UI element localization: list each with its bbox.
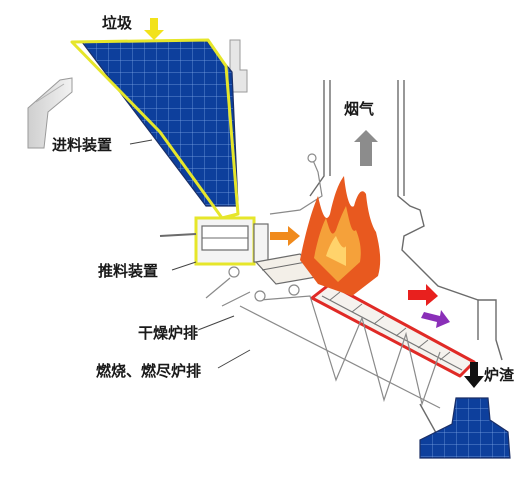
air-red-arrow bbox=[408, 284, 438, 306]
pusher-unit bbox=[159, 216, 269, 266]
flames bbox=[300, 176, 381, 296]
feed-hopper bbox=[80, 39, 239, 207]
air-pipe bbox=[269, 153, 323, 215]
blowers bbox=[205, 266, 300, 307]
label-slag: 炉渣 bbox=[484, 366, 515, 384]
underfire-hoppers bbox=[239, 295, 441, 409]
air-purple-arrow bbox=[421, 310, 450, 328]
furnace-walls bbox=[309, 80, 503, 441]
feeding-device-outline bbox=[70, 38, 240, 220]
leader-lines bbox=[129, 139, 251, 369]
label-combustion-grate: 燃烧、燃尽炉排 bbox=[96, 362, 202, 380]
label-feeding-device: 进料装置 bbox=[52, 136, 113, 154]
label-drying-grate: 干燥炉排 bbox=[138, 324, 199, 342]
label-pushing-device: 推料装置 bbox=[98, 262, 159, 280]
smoke-arrow bbox=[354, 130, 378, 166]
feed-flow-arrow bbox=[270, 226, 300, 246]
label-garbage: 垃圾 bbox=[102, 14, 133, 32]
label-smoke: 烟气 bbox=[344, 100, 375, 118]
slag-chute bbox=[419, 397, 511, 459]
slag-arrow bbox=[464, 362, 484, 388]
garbage-arrow bbox=[144, 18, 164, 40]
left-duct bbox=[27, 77, 73, 149]
combustion-grate bbox=[310, 282, 476, 378]
